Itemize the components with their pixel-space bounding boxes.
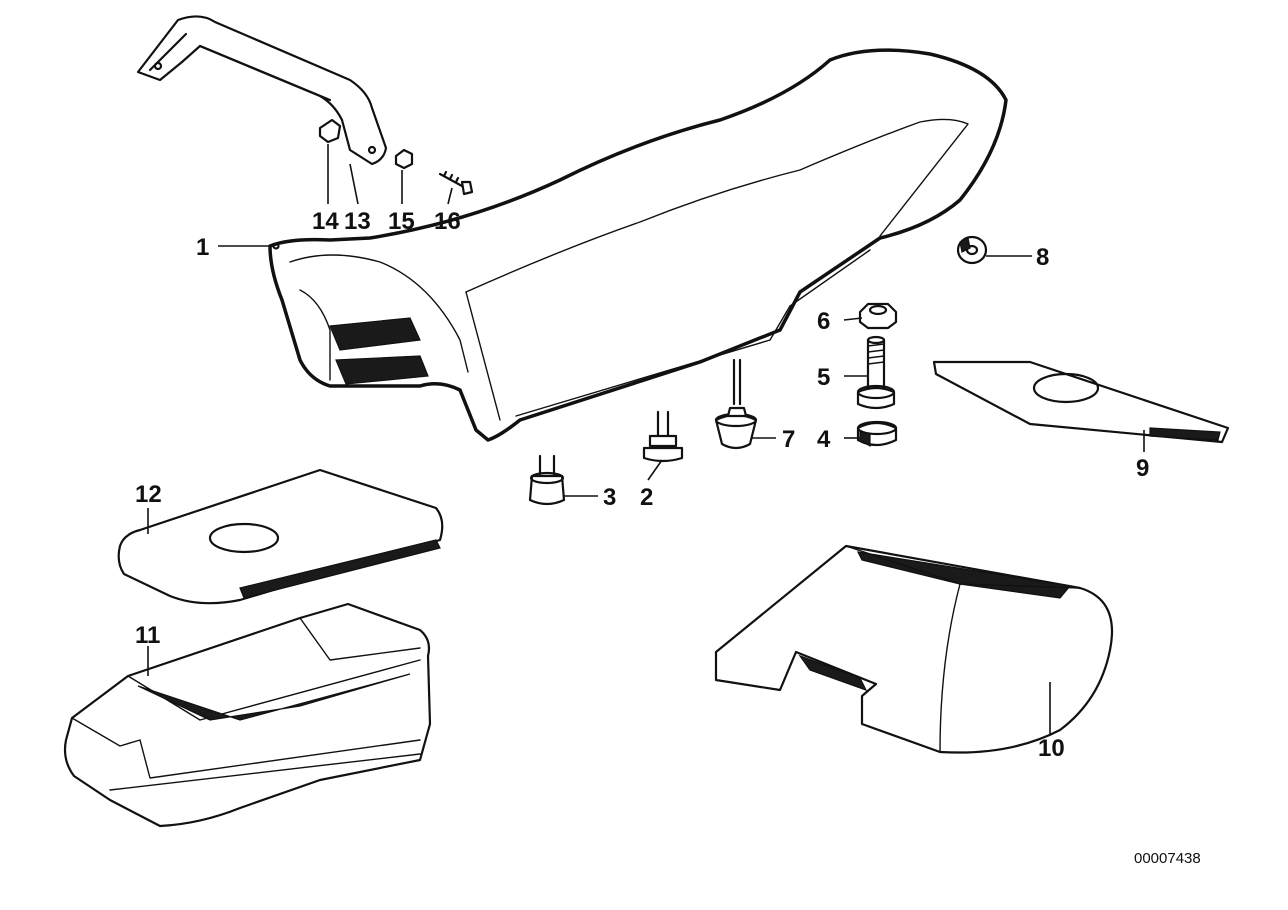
callout-6: 6 <box>817 308 830 335</box>
callout-9: 9 <box>1136 455 1149 482</box>
callout-13: 13 <box>344 208 371 235</box>
callout-14: 14 <box>312 208 339 235</box>
plate-9 <box>932 360 1230 444</box>
seat <box>268 48 1008 442</box>
diagram-reference-number: 00007438 <box>1134 850 1201 867</box>
callout-12: 12 <box>135 481 162 508</box>
callout-3: 3 <box>603 484 616 511</box>
callout-5: 5 <box>817 364 830 391</box>
cover-plate-12 <box>117 468 444 605</box>
leader-lines <box>147 144 1145 734</box>
callout-16: 16 <box>434 208 461 235</box>
screw-16 <box>438 170 474 196</box>
rubber-mount-7 <box>714 358 758 450</box>
washer-8 <box>956 235 988 265</box>
callout-4: 4 <box>817 426 831 453</box>
stud-2 <box>642 410 684 463</box>
stud-3 <box>528 454 566 506</box>
callout-15: 15 <box>388 208 415 235</box>
rubber-buffer-4 <box>856 420 898 448</box>
callout-8: 8 <box>1036 244 1049 271</box>
callout-1: 1 <box>196 234 209 261</box>
callout-2: 2 <box>640 484 653 511</box>
nut-6 <box>858 302 898 330</box>
bolt-5 <box>856 335 896 410</box>
nut-14 <box>318 118 342 144</box>
tray-11 <box>63 602 432 828</box>
nut-15 <box>394 148 414 170</box>
callout-7: 7 <box>782 426 795 453</box>
seat-cover-10 <box>714 544 1114 754</box>
callout-10: 10 <box>1038 735 1065 762</box>
callout-11: 11 <box>135 622 160 649</box>
grab-handle <box>136 15 388 166</box>
